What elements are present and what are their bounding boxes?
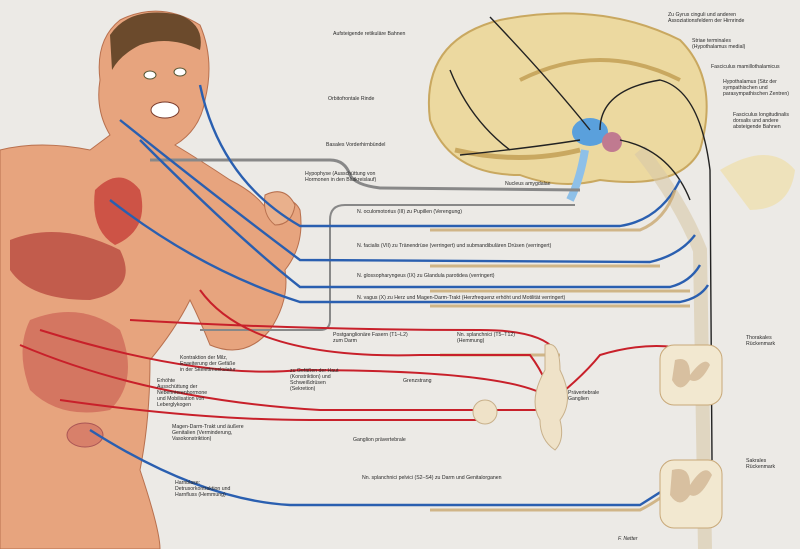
human-figure	[0, 10, 302, 549]
label-skin-vessels: zu Gefäßen der Haut (Konstriktion) und S…	[290, 368, 339, 392]
label-forebrain-bundle: Basales Vorderhirnbündel	[326, 142, 386, 148]
sympathetic-chain-ganglion	[534, 343, 568, 451]
label-orbitofrontal: Orbitofrontale Rinde	[328, 96, 375, 102]
label-mamillothalamic: Fasciculus mamillothalamicus	[711, 64, 780, 70]
label-n-facialis: N. facialis (VII) zu Tränendrüse (verrin…	[357, 243, 552, 249]
central-pathways	[449, 16, 713, 461]
label-amygdala: Nucleus amygdalae	[505, 181, 551, 187]
spinal-cord-thoracic	[659, 344, 723, 406]
label-spleen: Kontraktion der Milz, Erweiterung der Ge…	[180, 355, 236, 373]
label-n-oculomotorius: N. oculomotorius (III) zu Pupillen (Vere…	[357, 209, 462, 215]
hypophysis-pathway	[150, 158, 581, 192]
label-sacral-cord: Sakrales Rückenmark	[746, 458, 776, 470]
gray-pathway	[200, 204, 575, 331]
label-splanchnic: Nn. splanchnici (T5–T12) (Hemmung)	[457, 332, 515, 344]
label-thoracic-cord: Thorakales Rückenmark	[746, 335, 776, 347]
label-stria: Striae terminales (Hypothalamus medial)	[692, 38, 746, 50]
label-n-vagus: N. vagus (X) zu Herz und Magen-Darm-Trak…	[357, 295, 566, 301]
label-hypothalamus: Hypothalamus (Sitz der sympathischen und…	[723, 79, 790, 97]
label-adrenal: Erhöhte Ausschüttung der Nebennierenhorm…	[157, 378, 208, 408]
label-pituitary: Hypophyse (Ausschüttung von Hormonen in …	[305, 171, 377, 183]
label-ascending-pathways: Aufsteigende retikuläre Bahnen	[333, 31, 406, 37]
label-prevertebral: Prävertebrale Ganglien	[568, 390, 600, 402]
label-postganglionic: Postganglionäre Fasern (T1–L2) zum Darm	[333, 332, 408, 344]
nerve-bundles	[430, 189, 692, 512]
label-descending: Fasciculus longitudinalis dorsalis und a…	[733, 112, 789, 130]
label-sympathetic-trunk: Grenzstrang	[403, 378, 432, 384]
prevertebral-ganglion	[472, 399, 498, 425]
label-ganglion-prevertebrale: Ganglion prävertebrale	[353, 437, 406, 443]
label-gut: Magen-Darm-Trakt und äußere Genitalien (…	[172, 424, 244, 442]
spinal-cord-sacral	[659, 459, 723, 529]
label-n-glossopharyngeus: N. glossopharyngeus (IX) zu Glandula par…	[357, 273, 495, 279]
label-pelvic: Nn. splanchnici pelvici (S2–S4) zu Darm …	[362, 475, 502, 481]
artist-signature: F. Netter	[618, 536, 638, 542]
label-cingulate: Zu Gyrus cinguli und anderen Assoziation…	[668, 12, 745, 24]
label-bladder: Harnblase: Detrusorkontraktion und Harnf…	[175, 480, 231, 498]
